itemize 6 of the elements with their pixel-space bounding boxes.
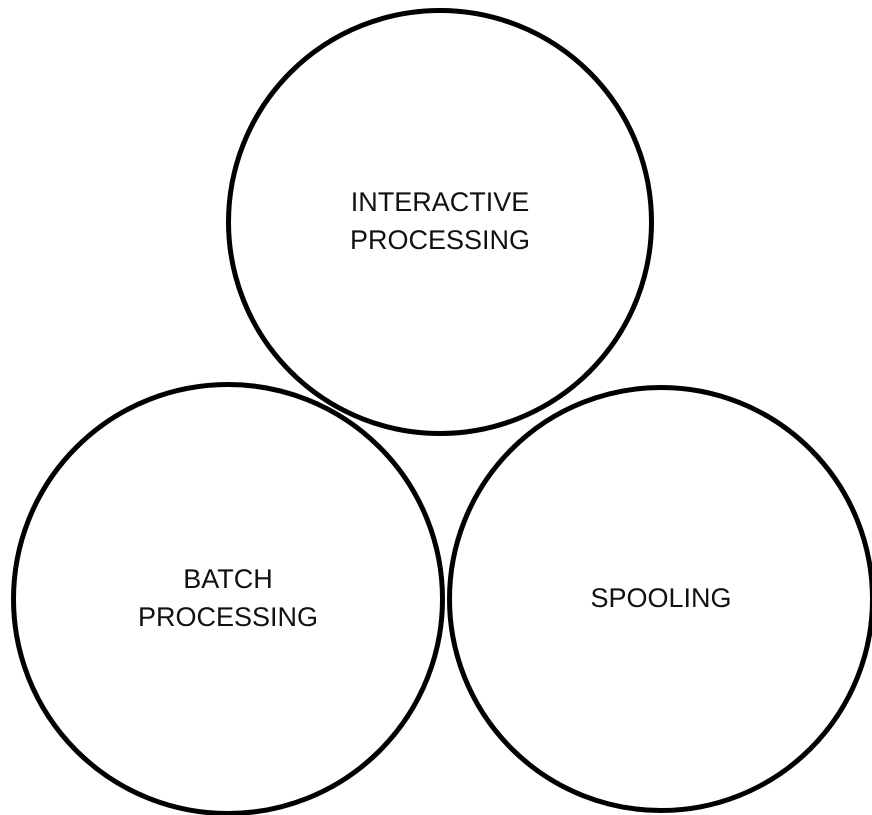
node-label: BATCH PROCESSING xyxy=(136,563,320,634)
circle-node xyxy=(226,8,654,436)
circle-node xyxy=(11,382,445,815)
node-label: SPOOLING xyxy=(589,582,733,616)
circle-node xyxy=(447,385,872,813)
node-label: INTERACTIVE PROCESSING xyxy=(348,186,532,257)
